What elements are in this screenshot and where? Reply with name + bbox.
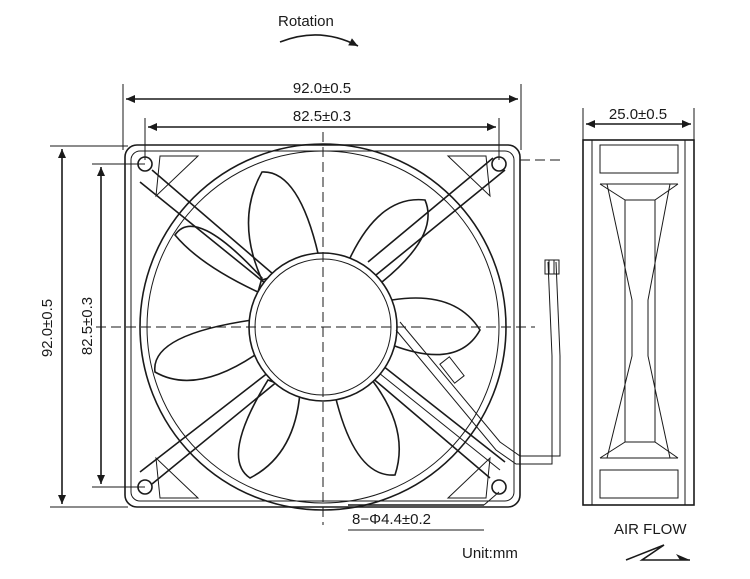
fan-struts: [139, 157, 506, 485]
hole-callout-text: 8−Φ4.4±0.2: [352, 511, 431, 528]
fan-blades: [154, 171, 481, 479]
width-inner-dimension: 82.5±0.3: [144, 108, 500, 160]
width-outer-text: 92.0±0.5: [293, 80, 351, 97]
rotation-label: Rotation: [278, 13, 334, 30]
side-frame: [582, 139, 695, 506]
mounting-hole: [137, 479, 153, 495]
fan-front-view: [96, 132, 560, 525]
airflow-arrow: [625, 544, 690, 561]
rotation-arrow: [279, 34, 359, 47]
unit-label: Unit:mm: [462, 545, 518, 562]
height-outer-dimension: 92.0±0.5: [39, 145, 128, 508]
mounting-hole: [491, 479, 507, 495]
height-outer-text: 92.0±0.5: [39, 299, 56, 357]
fan-side-view: 25.0±0.5: [582, 106, 695, 506]
hole-callout: 8−Φ4.4±0.2: [348, 491, 500, 531]
mounting-hole: [137, 156, 153, 172]
width-outer-dimension: 92.0±0.5: [122, 80, 522, 150]
lead-wires: [395, 259, 561, 465]
height-inner-text: 82.5±0.3: [79, 297, 96, 355]
mounting-hole: [491, 156, 507, 172]
height-inner-dimension: 82.5±0.3: [79, 163, 145, 488]
width-inner-text: 82.5±0.3: [293, 108, 351, 125]
depth-text: 25.0±0.5: [609, 106, 667, 123]
airflow-label: AIR FLOW: [614, 521, 687, 538]
